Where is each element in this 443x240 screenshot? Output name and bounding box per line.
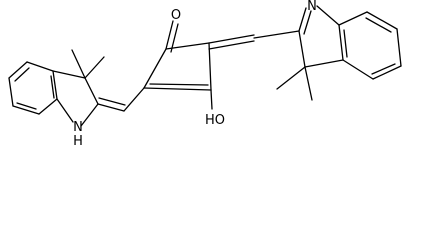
indoline-nitrogen-label: N (73, 120, 83, 135)
indolenine-nitrogen-label: N (307, 0, 317, 14)
indoline-hydrogen-label: H (73, 134, 83, 149)
chemical-structure: O HO N H N (8, 0, 402, 149)
ketone-oxygen-label: O (171, 8, 181, 23)
structure-bonds (8, 5, 402, 127)
hydroxyl-label: HO (205, 113, 225, 128)
